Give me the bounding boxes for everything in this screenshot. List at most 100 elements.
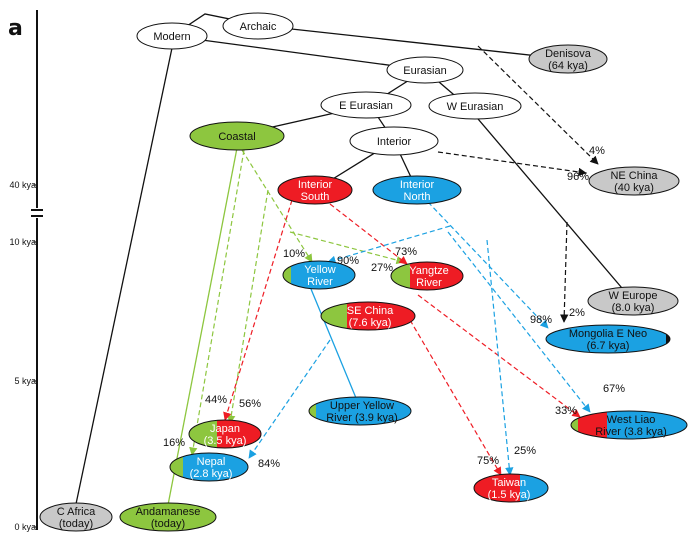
admixture-labels: 4% 96% 10% 90% 27% 73% 98% 2% 44% 56% 33… [163,145,625,470]
panel-label: a [8,16,23,41]
svg-text:(7.6 kya): (7.6 kya) [349,317,392,329]
edge-north-mongolia [427,201,549,329]
edge-modern-eurasian [171,35,426,71]
pct-japan-coastal: 44% [205,394,227,406]
svg-text:Interior: Interior [298,179,333,191]
edge-south-japan [223,199,293,421]
edge-north-nepal [248,339,331,459]
pct-taiwan-south: 75% [477,455,499,467]
axis-tick-5kya: 5 kya [14,376,36,386]
node-west-liao-river: West Liao River (3.8 kya) [570,410,688,440]
svg-text:West Liao: West Liao [607,414,656,426]
svg-text:(8.0 kya): (8.0 kya) [612,302,655,314]
svg-text:Taiwan: Taiwan [492,477,526,489]
edge-se-china-taiwan [409,319,502,476]
svg-text:Yellow: Yellow [304,264,335,276]
svg-text:Japan: Japan [210,423,240,435]
svg-text:River (3.9 kya): River (3.9 kya) [326,412,398,424]
svg-text:Archaic: Archaic [240,21,277,33]
node-interior-south: Interior South [277,175,353,205]
edge-coastal-nepal [189,149,245,456]
pct-denisova-ne-china: 4% [589,145,605,157]
node-mongolia-e-neo: Mongolia E Neo (6.7 kya) [545,324,671,354]
tree-edges-colored [167,147,357,506]
node-yangtze-river: Yangtze River [390,261,464,291]
admixture-edges [189,45,599,476]
edge-coastal-yellow [241,149,313,263]
node-yellow-river: Yellow River [282,260,356,290]
pct-liao-yangtze: 33% [555,405,577,417]
svg-text:(3.5 kya): (3.5 kya) [204,435,247,447]
svg-text:E Eurasian: E Eurasian [339,100,393,112]
edge-coastal-yangtze [289,231,405,265]
pct-liao-north: 67% [603,383,625,395]
svg-text:Interior: Interior [377,136,412,148]
svg-text:Eurasian: Eurasian [403,65,446,77]
edge-yellow-upper-yellow [310,288,357,399]
node-interior: Interior [349,126,439,156]
svg-text:Coastal: Coastal [218,131,255,143]
svg-text:(today): (today) [151,518,185,530]
node-c-africa: C Africa (today) [39,502,113,532]
svg-text:(64 kya): (64 kya) [548,60,588,72]
edge-coastal-japan [227,189,269,424]
svg-text:(today): (today) [59,518,93,530]
svg-text:W Eurasian: W Eurasian [447,101,504,113]
edge-north-west-liao [447,231,591,413]
svg-text:(1.5 kya): (1.5 kya) [488,489,531,501]
edge-north-yellow [327,225,451,264]
edge-archaic-denisova [263,25,576,61]
node-andamanese: Andamanese (today) [119,502,217,532]
svg-text:NE China: NE China [610,170,658,182]
edge-yangtze-west-liao [417,294,581,418]
svg-text:Mongolia E Neo: Mongolia E Neo [569,328,647,340]
edge-modern-c-africa [75,47,173,505]
node-coastal: Coastal [189,121,285,151]
edge-w-eurasian-w-europe [466,105,634,302]
svg-text:Yangtze: Yangtze [409,265,449,277]
svg-text:W Europe: W Europe [609,290,658,302]
svg-text:(2.8 kya): (2.8 kya) [190,468,233,480]
node-se-china: SE China (7.6 kya) [320,301,416,331]
node-denisova: Denisova (64 kya) [528,44,608,74]
edge-denisova-ne-china [477,45,599,165]
svg-text:River: River [307,276,333,288]
pct-yangtze-coastal: 27% [371,262,393,274]
svg-text:River: River [416,277,442,289]
svg-text:Upper Yellow: Upper Yellow [330,400,394,412]
axis-tick-10kya: 10 kya [9,237,36,247]
node-nepal: Nepal (2.8 kya) [169,452,249,482]
axis-tick-40kya: 40 kya [9,180,36,190]
node-archaic: Archaic [222,12,294,40]
edge-north-taiwan [486,239,514,476]
pct-nepal-north: 84% [258,458,280,470]
svg-text:(6.7 kya): (6.7 kya) [587,340,630,352]
node-e-eurasian: E Eurasian [320,91,412,119]
node-eurasian: Eurasian [386,56,464,84]
edge-south-yangtze [329,203,408,265]
svg-text:Interior: Interior [400,179,435,191]
svg-text:Andamanese: Andamanese [136,506,201,518]
axis-tick-0kya: 0 kya [14,522,36,532]
svg-text:River (3.8 kya): River (3.8 kya) [595,426,667,438]
pct-taiwan-north: 25% [514,445,536,457]
node-japan: Japan (3.5 kya) [188,419,262,449]
node-ne-china: NE China (40 kya) [588,166,680,196]
svg-text:Modern: Modern [153,31,190,43]
svg-text:C Africa: C Africa [57,506,96,518]
svg-text:Denisova: Denisova [545,48,592,60]
pct-nepal-coastal: 16% [163,437,185,449]
node-taiwan: Taiwan (1.5 kya) [473,473,549,503]
edge-interior-ne-china [437,151,587,177]
node-w-europe: W Europe (8.0 kya) [587,286,679,316]
node-upper-yellow-river: Upper Yellow River (3.9 kya) [308,396,412,426]
svg-text:South: South [301,191,330,203]
time-axis: 40 kya 10 kya 5 kya 0 kya [9,10,43,532]
edge-coastal-andamanese [167,147,238,506]
pct-yellow-coastal: 10% [283,248,305,260]
svg-text:(40 kya): (40 kya) [614,182,654,194]
pct-interior-ne-china: 96% [567,171,589,183]
svg-text:Nepal: Nepal [197,456,226,468]
